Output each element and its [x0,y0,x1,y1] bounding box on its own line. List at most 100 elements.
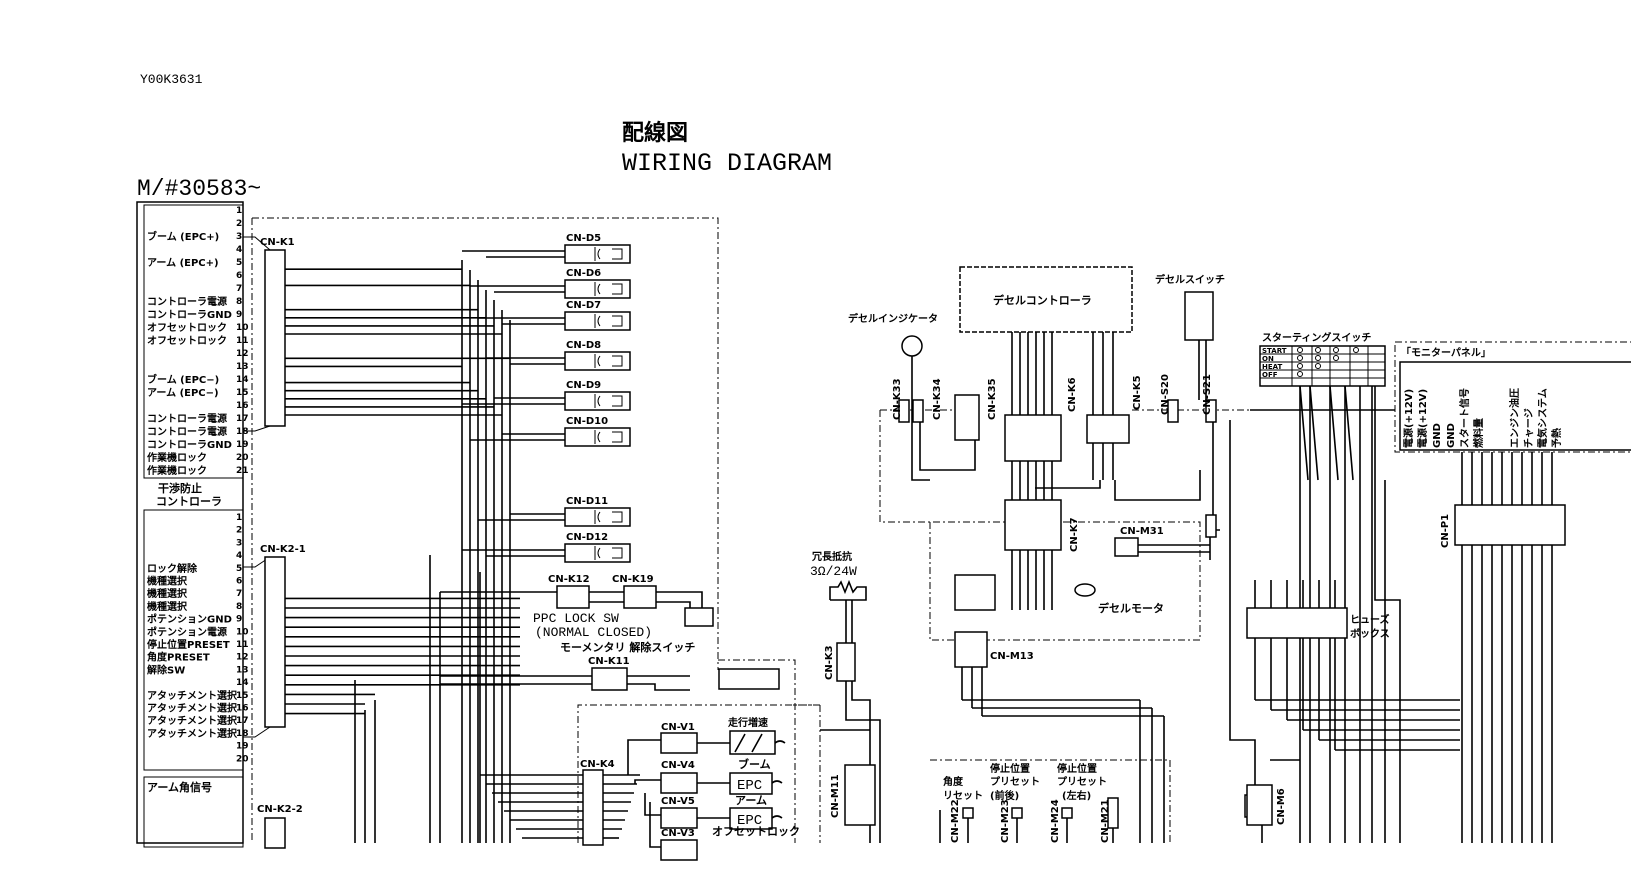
starting-switch-position: OFF [1262,371,1278,379]
connector-label: CN-M6 [1276,788,1287,825]
pin-number: 5 [236,564,242,574]
controller-pin-label: アタッチメント選択 [147,727,238,740]
document-id: Y00K3631 [140,72,203,87]
pin-number: 11 [236,640,249,650]
connector-label: CN-M21 [1100,799,1111,843]
monitor-signal-label: エンジン油圧 [1508,388,1521,448]
wire [939,810,1114,843]
decel-switch[interactable] [1184,291,1214,341]
connector-cn-m31 [1114,537,1139,557]
stop-preset-fb-switch[interactable] [1011,807,1023,819]
wire [718,659,796,843]
connector-cn-k12-label: CN-K12 [548,574,590,585]
pin-number: 17 [236,716,249,726]
monitor-panel-box [1394,341,1631,453]
pin-number: 19 [236,742,249,752]
pin-number: 3 [236,232,242,242]
controller-pin-label: アーム (EPC+) [147,257,219,269]
wire [1229,420,1300,843]
connector-cn-p1 [1454,504,1566,546]
diode-connectors: CN-D5CN-D6CN-D7CN-D8CN-D9CN-D10CN-D11CN-… [564,233,631,563]
diode-icon [594,546,623,560]
pin-number: 2 [236,219,242,229]
controller-pin-label: 機種選択 [147,600,188,613]
controller-pin-label: 角度PRESET [147,651,210,664]
valve-travel-speed: CN-V1 走行増速 [660,716,776,755]
controller-pin-label: ロック解除 [147,562,198,575]
stop-preset-fb-label-3: (前後) [990,789,1019,802]
wire [440,675,690,691]
connector-label: CN-D9 [566,380,601,391]
wire [1198,340,1220,531]
decel-motor-icon [1074,583,1096,597]
wire [589,591,703,608]
valve-arm-epc: CN-V5 アーム EPC [660,794,773,830]
connector-cn-k6 [1004,414,1062,462]
diode-icon [594,430,623,444]
potentiometer [954,574,996,611]
resistor-rating-label: 3Ω/24W [810,564,857,579]
offset-lock-label: オフセットロック [712,825,800,838]
wire [879,409,1250,523]
connector-label: CN-K33 [892,378,903,420]
decel-controller-box [959,266,1133,333]
controller-pin-label: ブーム (EPC−) [147,373,219,386]
connector-label: CN-K34 [932,378,943,420]
connector-cn-m6 [1246,784,1273,826]
connector-cn-k2-2 [264,817,286,849]
connector-cn-k5 [1086,414,1130,444]
connector-label: CN-D8 [566,340,601,351]
pin-number: 5 [236,258,242,268]
monitor-signal-label: 電気システム [1536,388,1549,448]
connector-label: CN-M24 [1050,799,1061,843]
preset-switch-m21[interactable] [1107,797,1119,829]
wire [930,759,1171,843]
boom-label: ブーム [738,757,771,771]
controller-pin-label: コントローラGND [147,309,232,321]
pin-number: 16 [236,704,249,714]
diode-icon [594,314,623,328]
arm-angle-signal-label: アーム角信号 [147,780,212,794]
controller-pin-label: アーム (EPC−) [147,387,219,399]
connector-cn-k3 [836,642,856,682]
contact-icon [1297,371,1303,377]
redundant-resistor-label: 冗長抵抗 [812,550,852,563]
contact-icon [1315,347,1321,353]
controller-pin-labels-2: 1234567891011121314151617181920ロック解除機種選択… [147,513,249,764]
connector-label: CN-D5 [566,233,601,244]
pin-number: 18 [236,729,249,739]
wire [627,739,661,848]
controller-pin-label: 作業機ロック [147,464,207,477]
connector-label: CN-D11 [566,496,608,507]
monitor-signal-label: スタート信号 [1458,388,1471,448]
ppc-lock-switch[interactable] [684,607,714,627]
monitor-signal-label: 電源(+12V) [1416,389,1429,448]
contact-icon [1297,355,1303,361]
controller-name: 干渉防止 [158,481,202,495]
decel-indicator-label: デセルインジケータ [848,312,938,325]
release-switch-table[interactable] [718,668,780,690]
connector [1167,399,1179,423]
connector-cn-k2-2-label: CN-K2-2 [257,804,303,815]
controller-pin-label: コントローラ電源 [147,412,227,425]
pin-number: 21 [236,466,249,476]
pin-number: 16 [236,401,249,411]
pin-number: 17 [236,414,249,424]
stop-preset-lr-label-3: (左右) [1062,789,1091,802]
angle-reset-switch[interactable] [962,807,974,819]
connector-label: CN-K6 [1067,377,1078,412]
title-english: WIRING DIAGRAM [622,149,832,178]
diode-icon [594,354,623,368]
controller-pin-label: オフセットロック [147,322,227,334]
pin-number: 13 [236,665,249,675]
pin-number: 4 [236,551,242,561]
stop-preset-lr-switch[interactable] [1061,807,1073,819]
decel-controller-label: デセルコントローラ [993,293,1092,307]
stop-preset-lr-label-2: プリセット [1057,775,1107,788]
valve-boom-epc: CN-V4 ブーム EPC [660,757,773,795]
contact-icon [1315,355,1321,361]
pin-number: 9 [236,615,242,625]
connector-cn-k1 [264,249,286,427]
connector [1205,399,1217,423]
